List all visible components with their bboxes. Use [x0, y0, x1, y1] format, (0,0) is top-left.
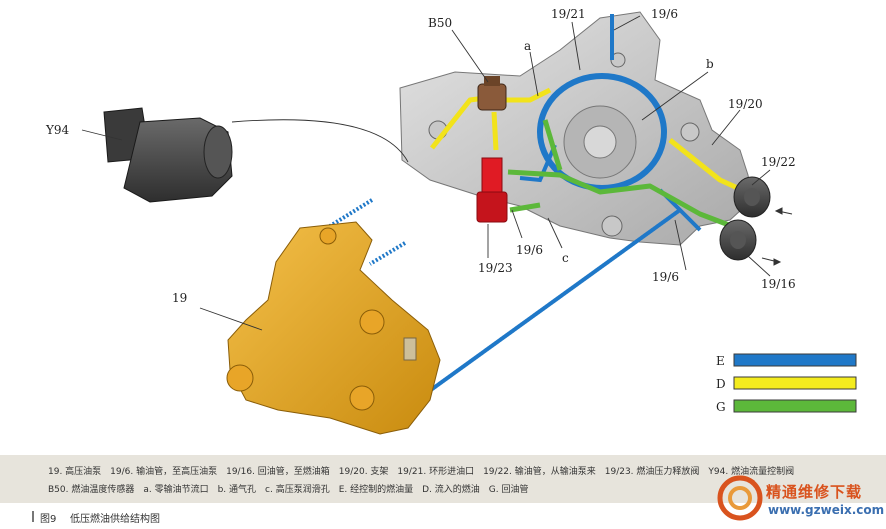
fuel-temperature-sensor — [477, 76, 507, 111]
line-legend: EDG — [716, 353, 857, 414]
watermark-logo-icon — [717, 475, 763, 521]
legend-key-g: G — [716, 400, 726, 414]
legend-swatch-e — [733, 353, 857, 367]
high-pressure-pump — [226, 221, 441, 435]
label-19-23: 19/23 — [478, 261, 513, 275]
legend-key-e: E — [716, 354, 725, 368]
figure-title-bar — [32, 511, 34, 522]
label-19-20: 19/20 — [728, 97, 763, 111]
label-19-6-mid: 19/6 — [516, 243, 543, 257]
label-19: 19 — [172, 291, 187, 305]
figure-number: 图9 — [40, 514, 57, 525]
label-19-21: 19/21 — [551, 7, 586, 21]
label-b: b — [706, 57, 714, 71]
label-a: a — [524, 39, 531, 53]
figure-title: 低压燃油供给结构图 — [70, 514, 160, 525]
legend-key-d: D — [716, 377, 726, 391]
label-b50: B50 — [428, 16, 452, 30]
label-19-6-right: 19/6 — [652, 270, 679, 284]
fuel-flow-control-valve — [103, 107, 233, 203]
fuel-supply-diagram: B50 19/21 19/6 a b 19/20 19/22 Y94 19/23… — [45, 7, 857, 435]
legend-swatch-d — [733, 376, 857, 390]
watermark-url: www.gzweix.com — [768, 503, 885, 517]
controlled-fuel-lines — [328, 14, 702, 407]
caption-line-1: 19. 高压油泵 19/6. 输油管，至高压油泵 19/16. 回油管，至燃油箱… — [48, 467, 795, 477]
label-19-6-top: 19/6 — [651, 7, 678, 21]
label-y94: Y94 — [45, 123, 70, 137]
pressure-relief-valve — [476, 157, 508, 223]
fuel-fittings — [719, 176, 771, 261]
return-fuel-lines — [507, 119, 743, 233]
label-19-16: 19/16 — [761, 277, 796, 291]
watermark: 精通维修下载 www.gzweix.com — [714, 470, 884, 526]
label-c: c — [562, 251, 569, 265]
legend-swatch-g — [733, 399, 857, 413]
leader-lines — [81, 15, 771, 331]
watermark-title: 精通维修下载 — [766, 483, 863, 501]
label-19-22: 19/22 — [761, 155, 796, 169]
flow-arrows — [761, 207, 793, 266]
figure-title-line: 图9 低压燃油供给结构图 — [0, 503, 886, 529]
caption-line-2: B50. 燃油温度传感器 a. 零输油节流口 b. 通气孔 c. 高压泵润滑孔 … — [48, 485, 529, 495]
